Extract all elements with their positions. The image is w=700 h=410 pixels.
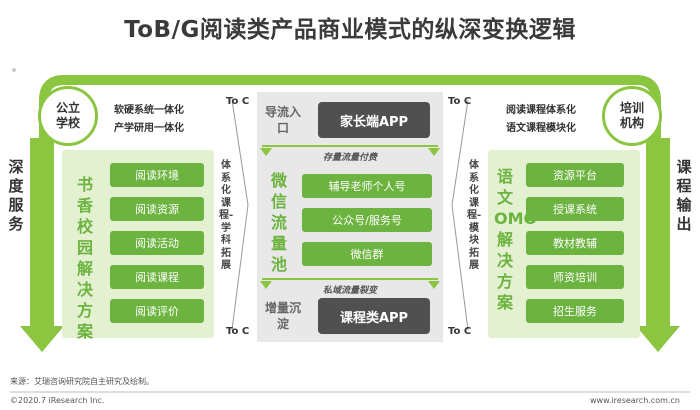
left-item-reading-environment: 阅读环境 xyxy=(110,163,204,187)
left-item-reading-resources: 阅读资源 xyxy=(110,197,204,221)
wechat-item-group: 微信群 xyxy=(302,242,432,266)
wechat-item-tutor-account: 辅导老师个人号 xyxy=(302,174,432,198)
right-vertical-text: 体系化课程-模块拓展 xyxy=(467,160,482,271)
to-c-bottom-left: To C xyxy=(226,326,250,337)
right-arrow-head xyxy=(636,326,680,352)
right-item-enrollment-service: 招生服务 xyxy=(526,299,624,323)
band-arrow-right-top xyxy=(428,148,440,156)
page-title: ToB/G阅读类产品商业模式的纵深变换逻辑 xyxy=(124,17,576,43)
right-item-teaching-system: 授课系统 xyxy=(526,197,624,221)
band-arrow-left-bottom xyxy=(260,281,272,289)
corner-dot xyxy=(12,68,16,72)
wechat-item-official-account: 公众号/服务号 xyxy=(302,208,432,232)
footer-url: www.iresearch.com.cn xyxy=(590,396,680,405)
band-arrow-left-top xyxy=(260,148,272,156)
right-item-teacher-training: 师资培训 xyxy=(526,265,624,289)
footer-source: 来源：艾瑞咨询研究院自主研究及绘制。 xyxy=(10,377,154,386)
traffic-entry-label: 导流入口 xyxy=(264,105,301,135)
right-item-resource-platform: 资源平台 xyxy=(526,163,624,187)
footer-copyright: ©2020.7 iResearch Inc. xyxy=(10,396,105,405)
left-arrow-shaft xyxy=(30,138,54,328)
left-line-1: 软硬系统一体化 xyxy=(114,105,184,116)
left-items: 阅读环境 阅读资源 阅读活动 阅读课程 阅读评价 xyxy=(110,163,204,323)
top-arrow-bar xyxy=(39,75,661,138)
right-side-label: 课程输出 xyxy=(676,158,692,233)
right-arrow-shaft xyxy=(646,138,670,328)
public-school-label-2: 学校 xyxy=(55,116,80,130)
band-top-label: 存量流量付费 xyxy=(322,153,377,163)
left-vertical-text: 体系化课程-学科拓展 xyxy=(219,160,234,271)
public-school-circle: 公立 学校 xyxy=(38,86,98,146)
left-line-2: 产学研用一体化 xyxy=(114,123,184,134)
to-c-top-left: To C xyxy=(226,96,250,107)
left-arrow-head xyxy=(20,326,64,352)
course-app-box: 课程类APP xyxy=(318,298,430,334)
training-org-circle: 培训 机构 xyxy=(602,86,662,146)
left-item-reading-courses: 阅读课程 xyxy=(110,265,204,289)
wechat-pool-label: 微信流量池 xyxy=(270,171,287,274)
parent-app-box: 家长端APP xyxy=(318,102,430,138)
right-line-2: 语文课程模块化 xyxy=(506,123,576,134)
left-side-label: 深度服务 xyxy=(8,158,24,233)
left-item-reading-activities: 阅读活动 xyxy=(110,231,204,255)
public-school-label-1: 公立 xyxy=(55,101,80,115)
training-org-label-1: 培训 xyxy=(619,101,644,115)
to-c-top-right: To C xyxy=(448,96,472,107)
band-bottom-label: 私域流量裂变 xyxy=(322,286,377,296)
training-org-label-2: 机构 xyxy=(619,116,644,130)
incremental-label: 增量沉淀 xyxy=(264,301,301,331)
right-chevron xyxy=(451,99,469,331)
to-c-bottom-right: To C xyxy=(448,326,472,337)
left-chevron xyxy=(231,99,249,331)
band-arrow-right-bottom xyxy=(428,281,440,289)
left-item-reading-evaluation: 阅读评价 xyxy=(110,299,204,323)
right-line-1: 阅读课程体系化 xyxy=(506,105,576,116)
left-panel-title: 书香校园解决方案 xyxy=(76,175,93,341)
right-items: 资源平台 授课系统 教材教辅 师资培训 招生服务 xyxy=(526,163,624,323)
right-item-textbooks: 教材教辅 xyxy=(526,231,624,255)
wechat-items: 辅导老师个人号 公众号/服务号 微信群 xyxy=(302,174,432,266)
right-panel-title: 语文OMO解决方案 xyxy=(494,167,538,312)
